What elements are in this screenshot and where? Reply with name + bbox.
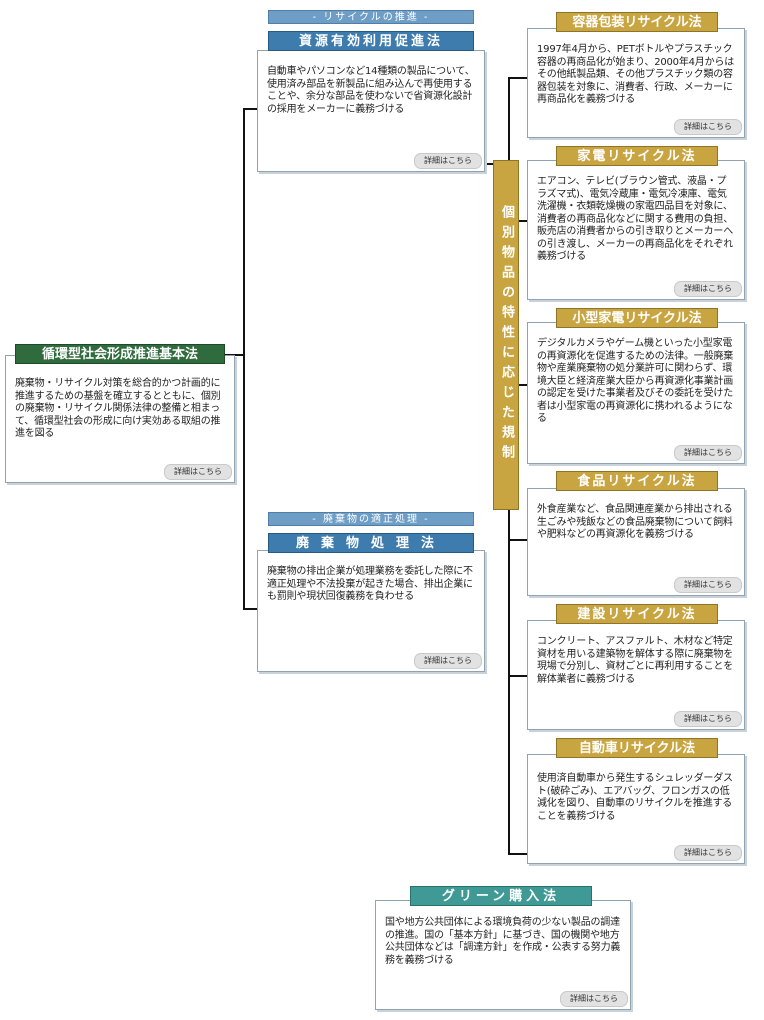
law-text-construction: コンクリート、アスファルト、木材など特定資材を用いる建築物を解体する際に廃棄物を… (537, 636, 733, 685)
law-text-container-packaging: 1997年4月から、PETボトルやプラスチック容器の再商品化が始まり、2000年… (537, 44, 735, 105)
connector-law-4 (508, 539, 528, 541)
basic-law-detail-link[interactable]: 詳細はこちら (164, 464, 232, 480)
basic-law-title: 循環型社会形成推進基本法 (15, 344, 225, 364)
law-box-container-packaging: 1997年4月から、PETボトルやプラスチック容器の再商品化が始まり、2000年… (527, 28, 745, 138)
law-box-home-appliance: エアコン、テレビ(ブラウン管式、液晶・プラズマ式)、電気冷蔵庫・電気冷凍庫、電気… (527, 160, 745, 300)
law-text-small-appliance: デジタルカメラやゲーム機といった小型家電の再資源化を促進するための法律。一般廃棄… (537, 338, 733, 424)
connector-left-horizontal (225, 354, 245, 356)
law-title-food: 食品リサイクル法 (556, 471, 718, 491)
connector-to-waste (243, 608, 257, 610)
law-detail-link-container-packaging[interactable]: 詳細はこちら (674, 119, 742, 135)
connector-left-vertical (243, 108, 245, 610)
recycle-law-box: 自動車やパソコンなど14種類の製品について、使用済み部品を新製品に組み込んで再使… (257, 50, 485, 172)
green-law-title: グリーン購入法 (410, 886, 592, 906)
connector-recycle-to-individual (484, 163, 494, 165)
waste-law-title: 廃棄物処理法 (268, 533, 474, 553)
law-title-small-appliance: 小型家電リサイクル法 (556, 308, 718, 328)
law-title-container-packaging: 容器包装リサイクル法 (556, 12, 718, 32)
basic-law-text: 廃棄物・リサイクル対策を総合的かつ計画的に推進するための基盤を確立するとともに、… (15, 378, 221, 439)
basic-law-box: 廃棄物・リサイクル対策を総合的かつ計画的に推進するための基盤を確立するとともに、… (5, 355, 235, 483)
law-detail-link-food[interactable]: 詳細はこちら (674, 577, 742, 593)
law-box-food: 外食産業など、食品関連産業から排出される生ごみや残飯などの食品廃棄物について飼料… (527, 488, 745, 596)
green-law-text: 国や地方公共団体による環境負荷の少ない製品の調達の推進。国の「基本方針」に基づき… (385, 917, 621, 966)
waste-section-label: - 廃棄物の適正処理 - (268, 512, 474, 526)
waste-law-box: 廃棄物の排出企業が処理業務を委託した際に不適正処理や不法投棄が起きた場合、排出企… (257, 550, 485, 672)
law-box-small-appliance: デジタルカメラやゲーム機といった小型家電の再資源化を促進するための法律。一般廃棄… (527, 322, 745, 464)
individual-regulation-label: 個別物品の特性に応じた規制 (493, 160, 519, 510)
law-text-food: 外食産業など、食品関連産業から排出される生ごみや残飯などの食品廃棄物について飼料… (537, 504, 733, 540)
connector-law-6 (508, 853, 528, 855)
green-law-detail-link[interactable]: 詳細はこちら (560, 991, 628, 1007)
green-law-box: 国や地方公共団体による環境負荷の少ない製品の調達の推進。国の「基本方針」に基づき… (375, 900, 631, 1010)
connector-law-1 (508, 77, 528, 79)
law-box-construction: コンクリート、アスファルト、木材など特定資材を用いる建築物を解体する際に廃棄物を… (527, 620, 745, 730)
law-text-automobile: 使用済自動車から発生するシュレッダーダスト(破砕ごみ)、エアバッグ、フロンガスの… (537, 773, 733, 822)
recycle-law-title: 資源有効利用促進法 (268, 31, 474, 51)
law-box-automobile: 使用済自動車から発生するシュレッダーダスト(破砕ごみ)、エアバッグ、フロンガスの… (527, 754, 745, 864)
law-detail-link-construction[interactable]: 詳細はこちら (674, 711, 742, 727)
law-text-home-appliance: エアコン、テレビ(ブラウン管式、液晶・プラズマ式)、電気冷蔵庫・電気冷凍庫、電気… (537, 176, 733, 262)
connector-to-recycle (243, 108, 257, 110)
law-title-construction: 建設リサイクル法 (556, 604, 718, 624)
recycle-law-detail-link[interactable]: 詳細はこちら (414, 153, 482, 169)
recycle-law-text: 自動車やパソコンなど14種類の製品について、使用済み部品を新製品に組み込んで再使… (267, 66, 475, 115)
waste-law-text: 廃棄物の排出企業が処理業務を委託した際に不適正処理や不法投棄が起きた場合、排出企… (267, 566, 473, 602)
connector-law-5 (508, 675, 528, 677)
waste-law-detail-link[interactable]: 詳細はこちら (414, 653, 482, 669)
law-title-home-appliance: 家電リサイクル法 (556, 146, 718, 166)
recycle-section-label: - リサイクルの推進 - (268, 10, 474, 24)
law-detail-link-home-appliance[interactable]: 詳細はこちら (674, 281, 742, 297)
law-detail-link-small-appliance[interactable]: 詳細はこちら (674, 445, 742, 461)
law-detail-link-automobile[interactable]: 詳細はこちら (674, 845, 742, 861)
law-title-automobile: 自動車リサイクル法 (556, 738, 718, 758)
